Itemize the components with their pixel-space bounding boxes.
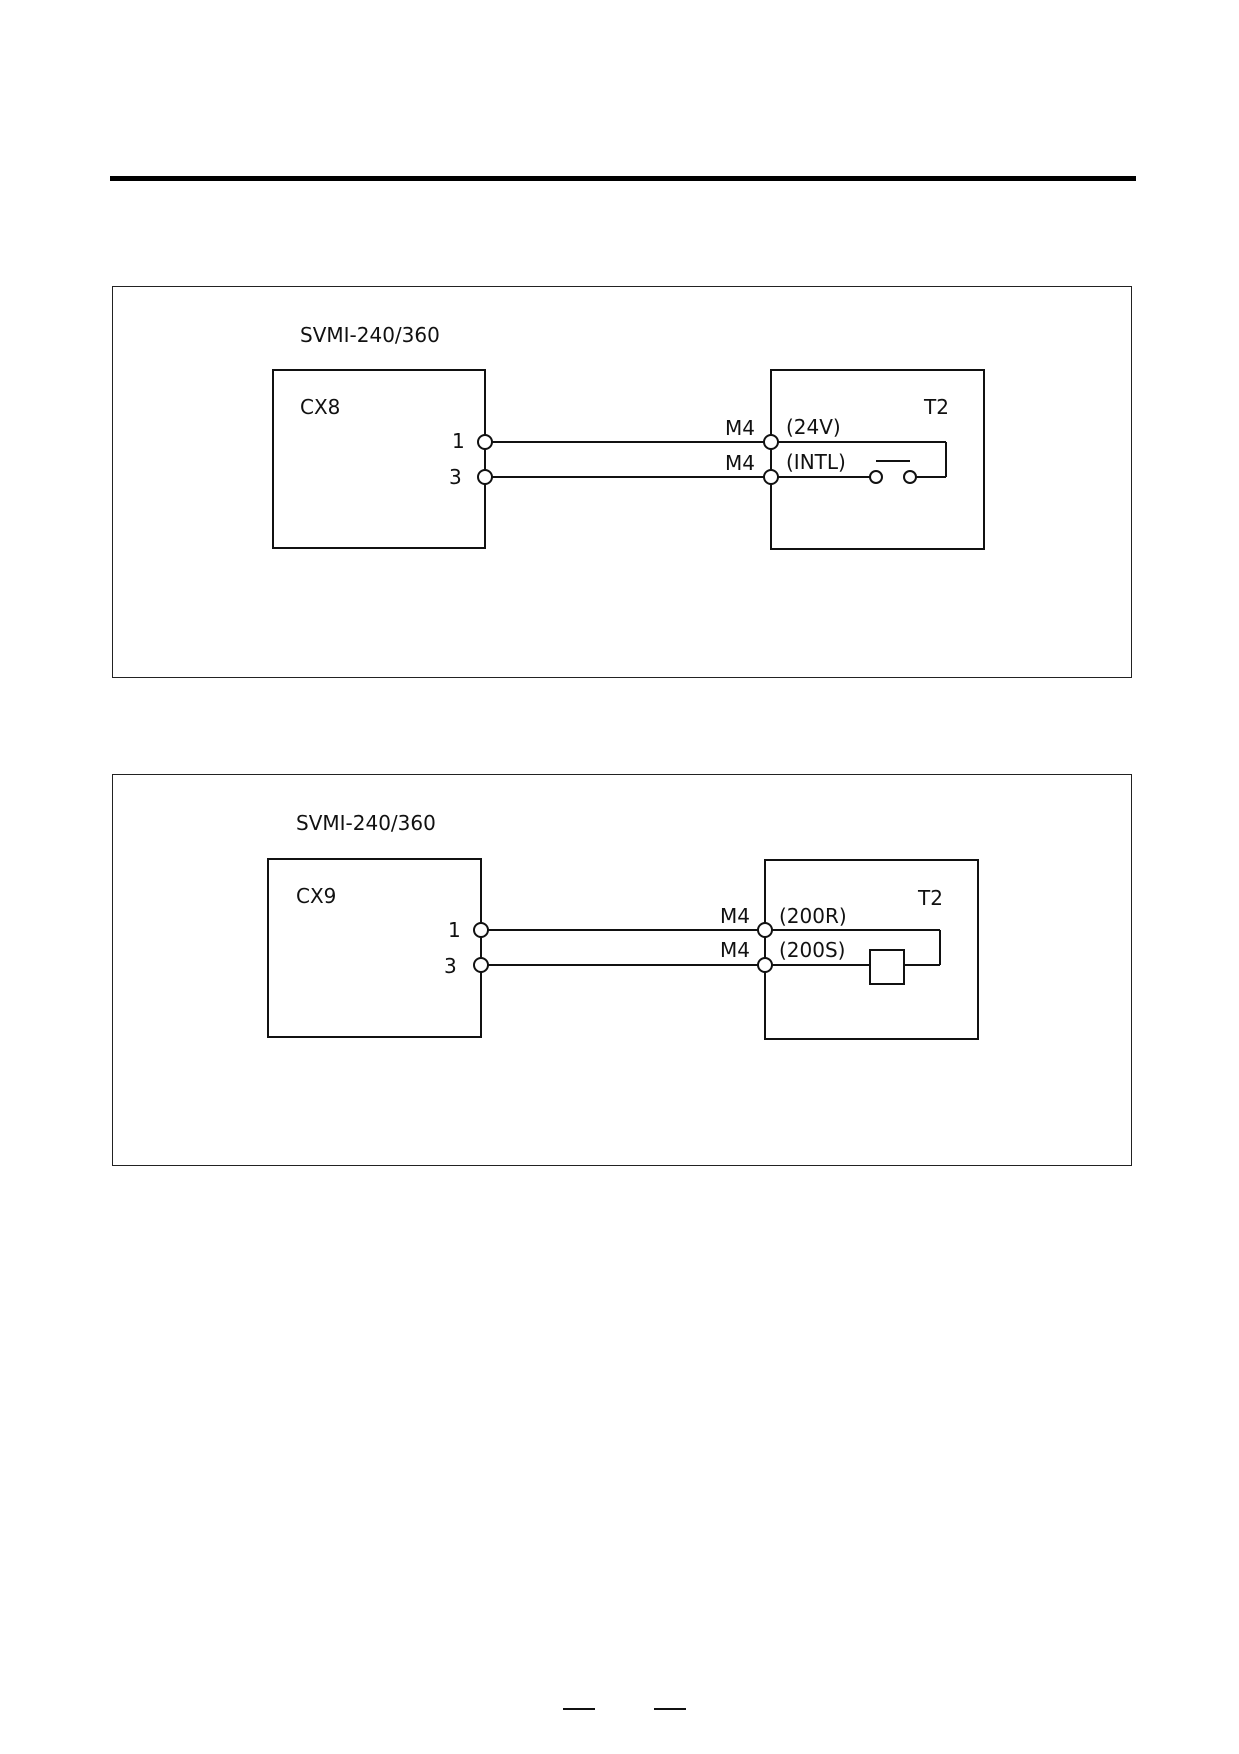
coil-block — [869, 949, 905, 985]
terminal-size-label: M4 — [725, 451, 755, 475]
signal-24v-label: (24V) — [786, 415, 841, 439]
t2-24v-terminal — [763, 434, 779, 450]
cx8-pin-3-label: 3 — [449, 465, 462, 489]
cx9-pin-1-label: 1 — [448, 918, 461, 942]
cx8-connector-box — [272, 369, 486, 549]
t2-label: T2 — [917, 886, 943, 910]
signal-200r-label: (200R) — [779, 904, 847, 928]
t2-intl-terminal — [763, 469, 779, 485]
cx8-label: CX8 — [300, 395, 340, 419]
terminal-size-label: M4 — [720, 904, 750, 928]
cx8-pin-1-label: 1 — [452, 429, 465, 453]
footer-dash-left — [563, 1708, 595, 1710]
signal-200s-label: (200S) — [779, 938, 845, 962]
switch-contact-right — [903, 470, 917, 484]
cx9-pin-3-label: 3 — [444, 954, 457, 978]
t2-terminal-box — [770, 369, 985, 550]
diagram-frame-1 — [112, 286, 1132, 678]
terminal-size-label: M4 — [720, 938, 750, 962]
switch-contact-left — [869, 470, 883, 484]
cx9-label: CX9 — [296, 884, 336, 908]
t2-terminal-box — [764, 859, 979, 1040]
cx8-pin-1-terminal — [477, 434, 493, 450]
diagram-1-title: SVMI-240/360 — [300, 323, 440, 347]
diagram-2-title: SVMI-240/360 — [296, 811, 436, 835]
cx9-connector-box — [267, 858, 482, 1038]
footer-dash-right — [654, 1708, 686, 1710]
header-rule — [110, 176, 1136, 181]
cx8-pin-3-terminal — [477, 469, 493, 485]
signal-intl-label: (INTL) — [786, 450, 846, 474]
t2-label: T2 — [923, 395, 949, 419]
diagram-frame-2 — [112, 774, 1132, 1166]
terminal-size-label: M4 — [725, 416, 755, 440]
